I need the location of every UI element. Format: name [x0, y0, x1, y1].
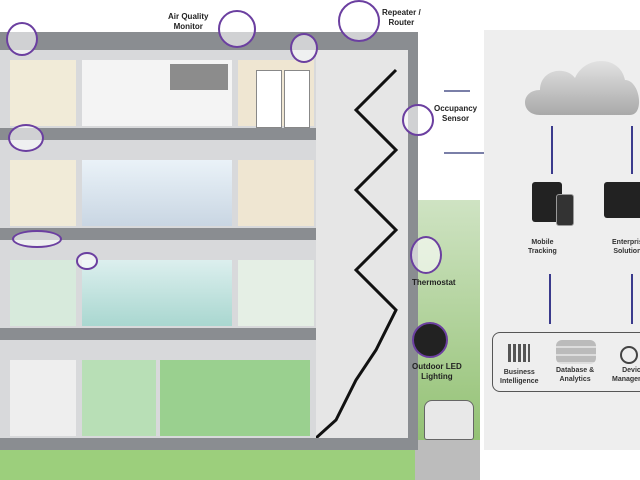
data-arrow	[551, 126, 553, 174]
floor-slab	[0, 128, 418, 140]
data-arrow	[631, 274, 633, 324]
data-arrow	[549, 274, 551, 324]
phone-icon	[556, 194, 574, 226]
left-device-callout[interactable]	[8, 124, 44, 152]
repeater-router-label: Repeater / Router	[382, 8, 421, 27]
storage-room	[238, 160, 314, 226]
outdoor-led-label: Outdoor LED Lighting	[412, 362, 462, 381]
cubicle-office	[82, 260, 232, 326]
occupancy-sensor-callout[interactable]	[402, 104, 434, 136]
floor-slab	[0, 228, 418, 240]
stairs	[316, 68, 399, 438]
left-device-callout[interactable]	[12, 230, 62, 248]
data-arrow	[444, 90, 470, 92]
library-room	[10, 260, 76, 326]
kitchen	[10, 360, 76, 436]
ground	[0, 450, 480, 480]
thermostat-callout[interactable]	[410, 236, 442, 274]
cloud-icon	[525, 60, 640, 115]
bar-chart-icon	[508, 344, 530, 362]
floor-slab	[0, 438, 418, 450]
air-quality-monitor-label: Air Quality Monitor	[168, 12, 209, 31]
gears-icon	[620, 346, 638, 364]
left-device-callout[interactable]	[6, 22, 38, 56]
car	[424, 400, 474, 440]
enterprise-monitor-icon	[604, 182, 640, 218]
data-arrow	[444, 152, 490, 154]
office-room	[82, 360, 156, 436]
outdoor-led-callout[interactable]	[412, 322, 448, 358]
server-room	[10, 160, 76, 226]
mobile-tracking-label: Mobile Tracking	[528, 239, 557, 255]
occupancy-sensor-label: Occupancy Sensor	[434, 104, 478, 123]
database-analytics-label: Database & Analytics	[556, 367, 595, 383]
thermostat-label: Thermostat	[412, 278, 456, 287]
door	[284, 70, 310, 128]
repeater-router-device[interactable]	[290, 33, 318, 63]
database-icon	[556, 340, 596, 364]
map	[170, 64, 228, 90]
data-arrow	[631, 126, 633, 174]
door	[256, 70, 282, 128]
lobby	[160, 360, 310, 436]
business-intelligence-label: Business Intelligence	[500, 369, 539, 385]
open-office	[82, 160, 232, 226]
repeater-router-callout[interactable]	[338, 0, 380, 42]
air-quality-monitor-callout[interactable]	[218, 10, 256, 48]
restroom	[238, 260, 314, 326]
right-wall	[408, 32, 418, 450]
enterprise-solutions-label: Enterprise Solutions	[612, 239, 640, 255]
floor-slab	[0, 328, 418, 340]
left-device-callout[interactable]	[76, 252, 98, 270]
device-management-label: Device Management	[612, 367, 640, 383]
building	[0, 32, 418, 450]
office-room	[10, 60, 76, 126]
services-box	[492, 332, 640, 392]
road	[415, 440, 480, 480]
